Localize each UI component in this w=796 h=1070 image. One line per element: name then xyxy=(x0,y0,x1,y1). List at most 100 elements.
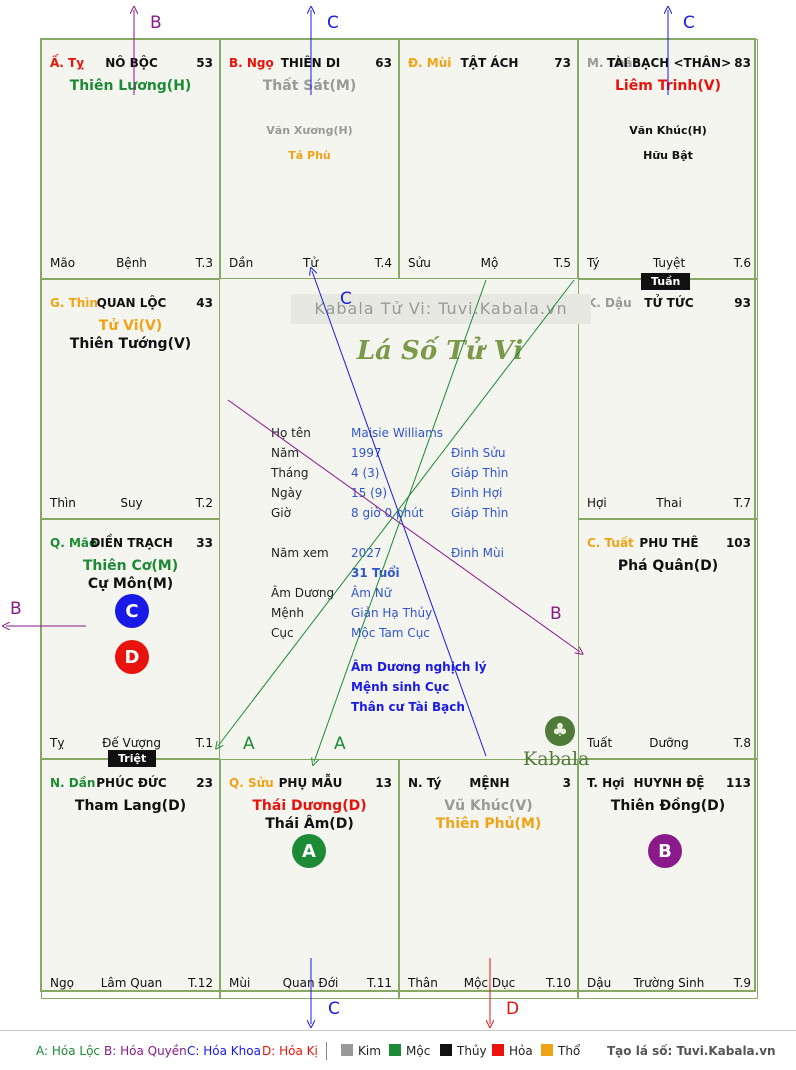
label-c-bottom: C xyxy=(328,999,340,1019)
info-v1: 2027 xyxy=(351,546,382,560)
legend-c: C: Hóa Khoa xyxy=(187,1044,261,1058)
label-b-inner: B xyxy=(550,604,562,624)
palace-name: TẬT ÁCH xyxy=(460,56,519,70)
palace-b3: T.12 xyxy=(188,976,213,990)
label-c-inner: C xyxy=(340,289,352,309)
palace-can: Đ. Mùi xyxy=(408,56,452,70)
palace-can: N. Tý xyxy=(408,776,442,790)
palace-b1: Tuất xyxy=(587,736,613,750)
palace-number: 73 xyxy=(554,56,571,70)
info-l: Ngày xyxy=(271,486,303,500)
label-a-inner-1: A xyxy=(243,734,255,754)
palace-b1: Mùi xyxy=(229,976,251,990)
palace-name: PHỤ MẪU xyxy=(278,776,343,790)
palace-can: T. Hợi xyxy=(587,776,625,790)
line-c-inner xyxy=(312,271,487,757)
info-l: Tháng xyxy=(271,466,309,480)
legend-divider xyxy=(0,1030,796,1031)
info-l: Họ tên xyxy=(271,426,311,440)
palace-b1: Hợi xyxy=(587,496,607,510)
palace-can: Q. Sửu xyxy=(229,776,274,790)
major-star: Thiên Đồng(D) xyxy=(610,798,726,814)
line-a-inner-2 xyxy=(314,279,487,762)
line-a-inner-1 xyxy=(218,279,575,746)
line-b-inner xyxy=(227,399,580,652)
palace-number: 3 xyxy=(562,776,571,790)
major-star: Vũ Khúc(V) xyxy=(444,798,533,814)
palace-b3: T.8 xyxy=(733,736,751,750)
kabala-logo-text: Kabala xyxy=(523,748,590,770)
label-b-left: B xyxy=(10,599,22,619)
info-note: Mệnh sinh Cục xyxy=(351,680,450,694)
legend-kim: Kim xyxy=(341,1044,381,1058)
palace-number: 23 xyxy=(196,776,213,790)
info-l: Năm xyxy=(271,446,300,460)
palace-b1: Tý xyxy=(587,256,600,270)
palace-name: HUYNH ĐỆ xyxy=(633,776,705,790)
info-l: Cục xyxy=(271,626,294,640)
major-star: Thiên Phủ(M) xyxy=(435,816,542,832)
info-l: Năm xem xyxy=(271,546,329,560)
palace-b1: Dậu xyxy=(587,976,612,990)
palace-name: PHÚC ĐỨC xyxy=(96,776,167,790)
legend-site: Tạo lá số: Tuvi.Kabala.vn xyxy=(607,1044,776,1058)
palace-name: TÀI BẠCH <THÂN> xyxy=(606,56,732,70)
info-v2: Giáp Thìn xyxy=(451,466,509,480)
legend-d: D: Hóa Kị xyxy=(262,1044,318,1058)
palace-b1: Thìn xyxy=(50,496,76,510)
label-c-top-1: C xyxy=(327,13,339,33)
palace-can: Ấ. Tỵ xyxy=(50,56,85,70)
palace-b2: Lâm Quan xyxy=(100,976,163,990)
kabala-tree-icon: ♣ xyxy=(545,716,575,746)
palace-number: 113 xyxy=(725,776,751,790)
palace-b2: Tuyệt xyxy=(652,256,686,270)
info-v1: Âm Nữ xyxy=(351,586,392,600)
palace-number: 33 xyxy=(196,536,213,550)
palace-number: 93 xyxy=(734,296,751,310)
major-star: Phá Quân(D) xyxy=(617,558,719,574)
info-v1: 8 giờ 0 phút xyxy=(351,506,424,520)
palace-number: 83 xyxy=(734,56,751,70)
info-note: Thân cư Tài Bạch xyxy=(351,700,465,714)
palace-can: B. Ngọ xyxy=(229,56,274,70)
palace-b2: Dưỡng xyxy=(649,736,689,750)
major-star: Thiên Lương(H) xyxy=(69,78,192,94)
palace-b1: Ngọ xyxy=(50,976,74,990)
palace-b3: T.1 xyxy=(195,736,213,750)
palace-can: C. Tuất xyxy=(587,536,634,550)
hoa-loc-circle: A xyxy=(292,834,326,868)
palace-b3: T.5 xyxy=(553,256,571,270)
label-d-bottom: D xyxy=(506,999,519,1019)
palace-b3: T.6 xyxy=(733,256,751,270)
palace-b3: T.4 xyxy=(374,256,392,270)
legend-tho: Thổ xyxy=(541,1044,580,1058)
palace-b3: T.3 xyxy=(195,256,213,270)
info-v1: 15 (9) xyxy=(351,486,388,500)
legend-moc: Mộc xyxy=(389,1044,430,1058)
major-star: Thất Sát(M) xyxy=(262,78,357,94)
label-c-top-2: C xyxy=(683,13,695,33)
watermark-text: Kabala Tử Vi: Tuvi.Kabala.vn xyxy=(291,294,591,324)
palace-name: QUAN LỘC xyxy=(96,296,167,310)
palace-b1: Dần xyxy=(229,256,254,270)
triet-badge: Triệt xyxy=(108,750,157,767)
label-a-inner-2: A xyxy=(334,734,346,754)
label-b-top: B xyxy=(150,13,162,33)
palace-name: PHU THÊ xyxy=(639,536,699,550)
major-star: Thái Dương(D) xyxy=(252,798,367,814)
palace-can: K. Dậu xyxy=(587,296,632,310)
